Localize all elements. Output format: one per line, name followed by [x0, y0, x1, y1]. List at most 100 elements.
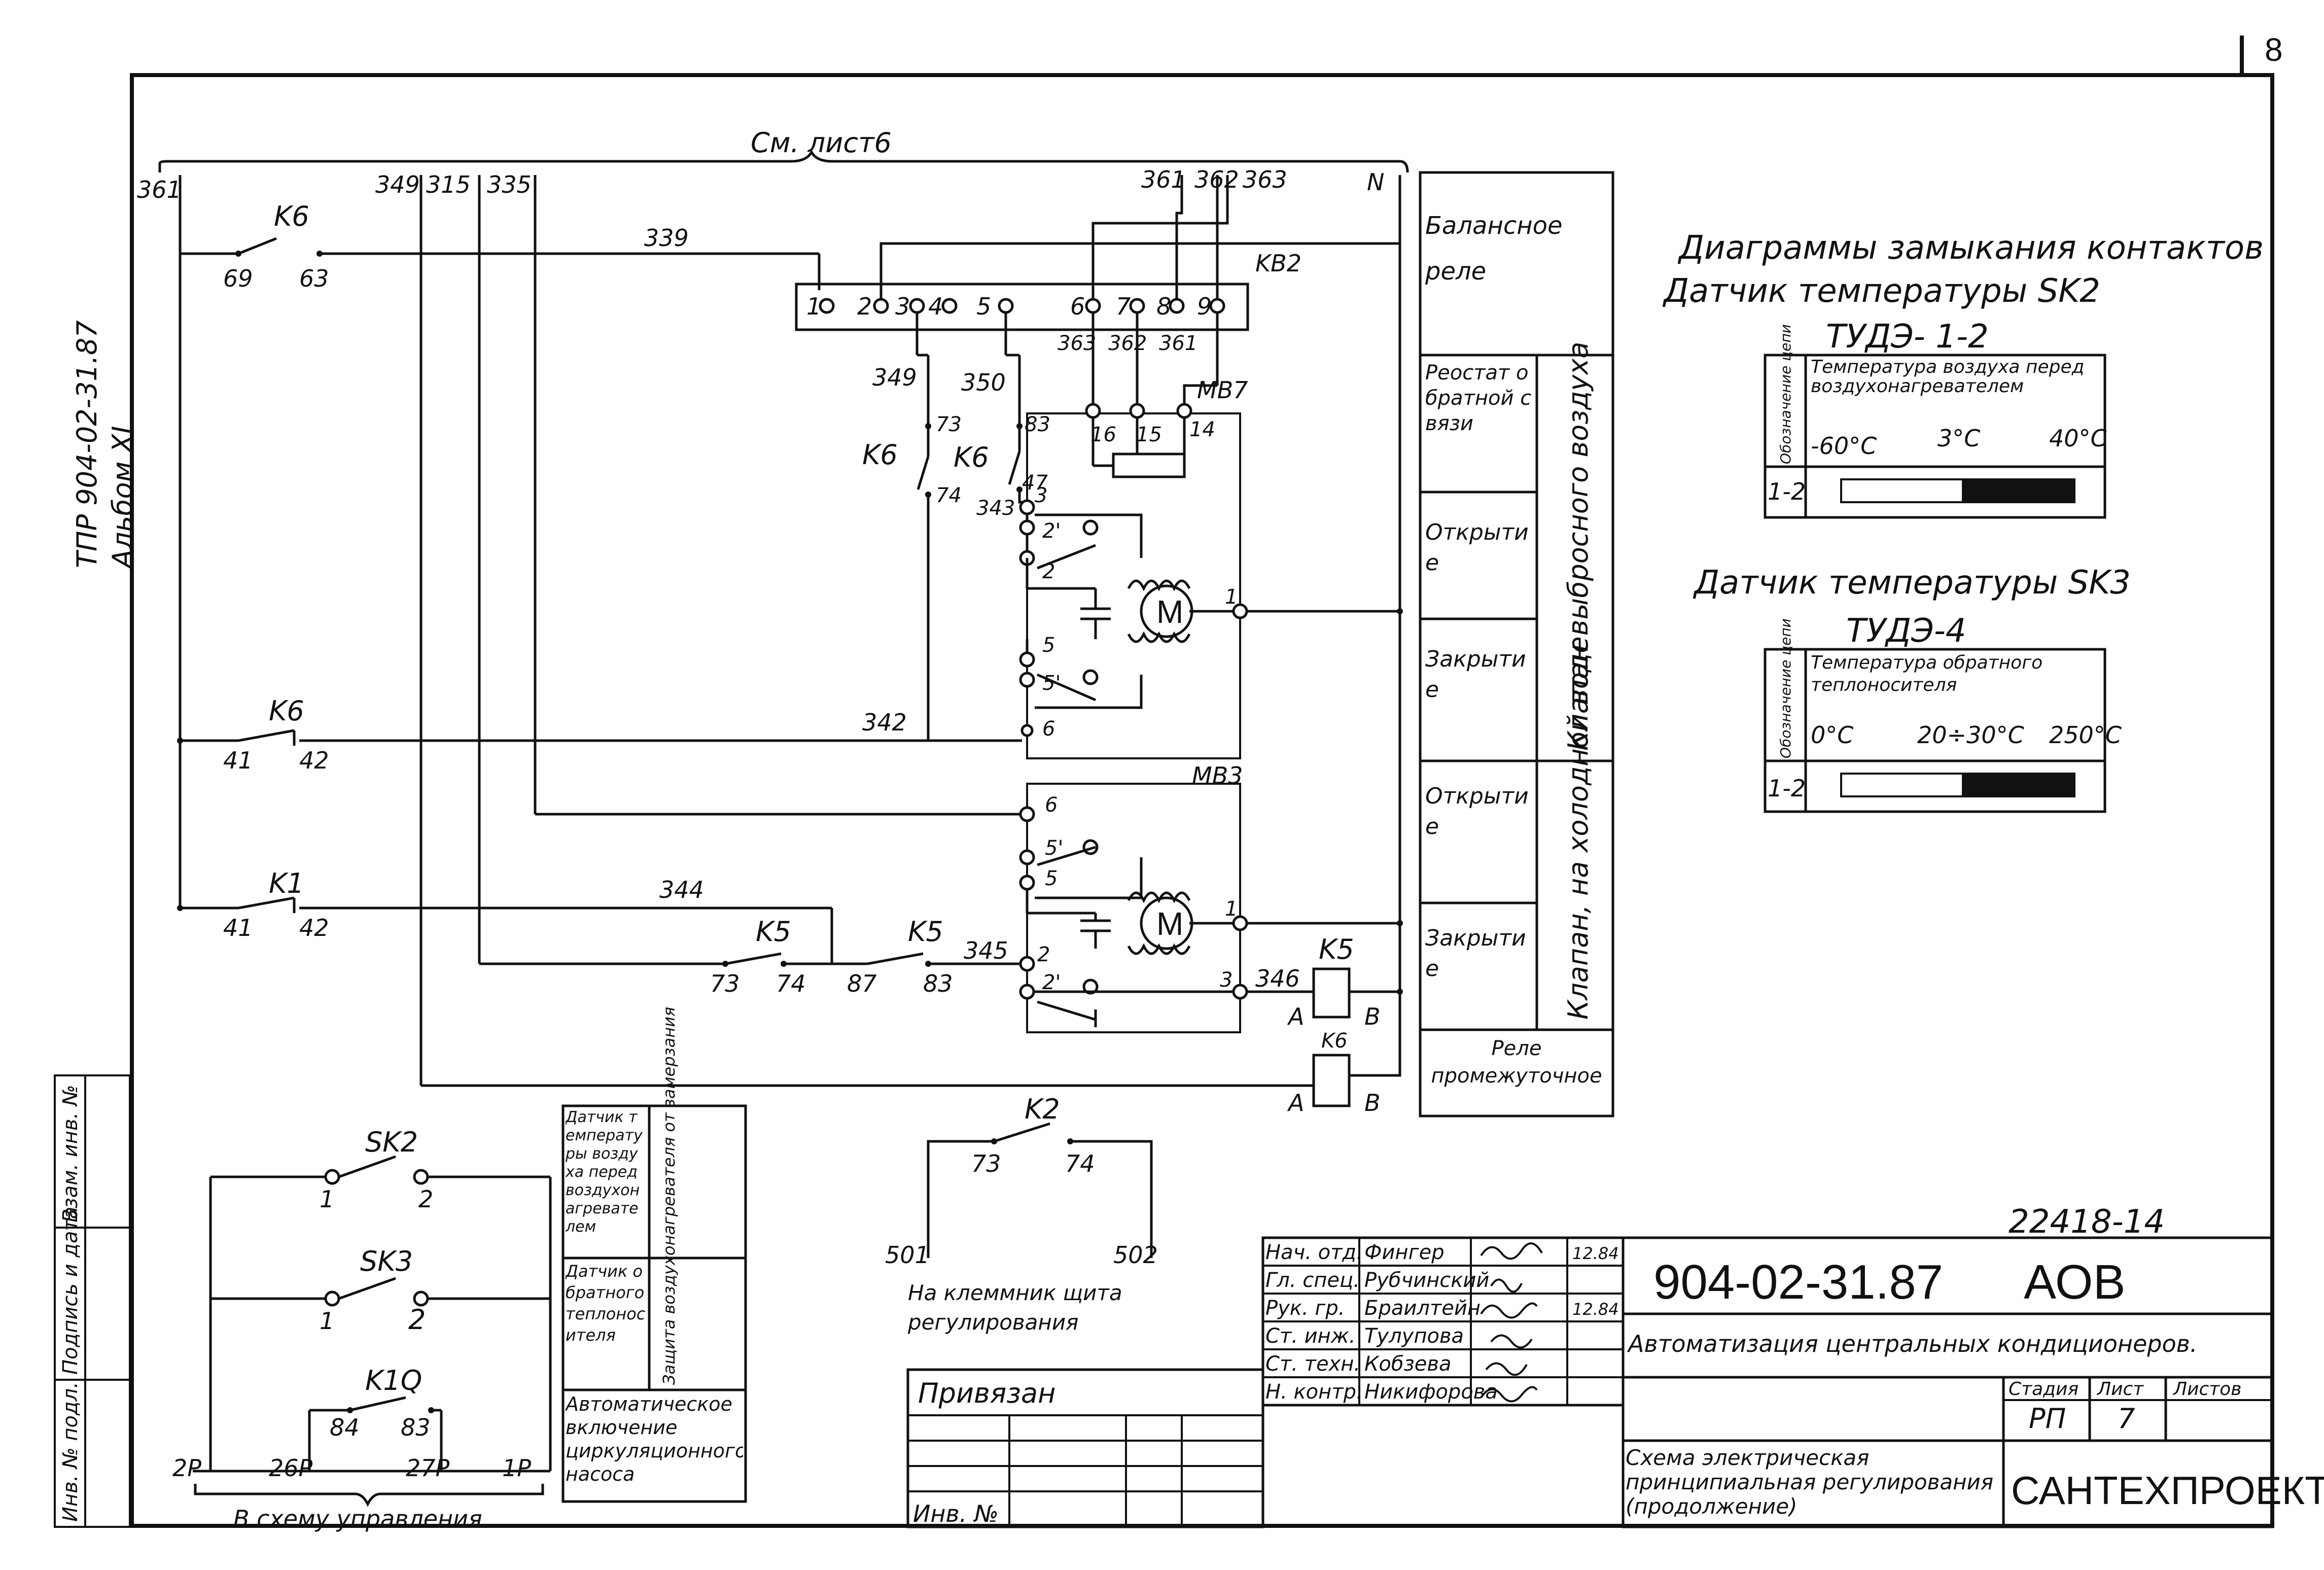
approval-inv: Инв. № подл. — [59, 1382, 82, 1522]
k5-relay-label: K5 — [1319, 933, 1354, 965]
k5b-label: K5 — [908, 916, 943, 948]
sk2-model: ТУДЭ- 1-2 — [1826, 318, 1989, 356]
sk3-row: 1-2 — [1768, 775, 1806, 802]
to-control-caption: В схему управления — [233, 1505, 482, 1532]
wire-349: 349 — [872, 364, 917, 391]
svg-text:6: 6 — [1042, 717, 1055, 741]
date-2: 12.84 — [1572, 1300, 1619, 1319]
svg-text:16: 16 — [1090, 423, 1116, 446]
diagrams-title: Диаграммы замыкания контактов — [1677, 229, 2264, 267]
sk3-tick-3: 250°C — [2049, 721, 2122, 749]
approval-strip: Инв. № подл. Подпись и дата Взам. инв. № — [54, 1074, 131, 1528]
svg-text:2: 2 — [1037, 943, 1050, 966]
k5-relay-coil — [1312, 967, 1351, 1019]
stage-value: РП — [2029, 1403, 2066, 1435]
role-0: Нач. отд. — [1265, 1241, 1363, 1264]
legend-cold-water-valve: Клапан, на холодной воде — [1562, 637, 1594, 1020]
name-4: Кобзева — [1364, 1352, 1452, 1376]
role-1: Гл. спец. — [1265, 1269, 1360, 1292]
wire-361: 361 — [1159, 332, 1198, 355]
k1q-description: Автоматическое включение циркуляционного… — [566, 1393, 743, 1485]
k6-low-a: 41 — [223, 747, 253, 774]
wire-346: 346 — [1255, 965, 1300, 992]
k1-label: K1 — [269, 867, 304, 899]
sk2-bar-closed — [1962, 478, 2075, 503]
sk2-bar-open — [1840, 478, 1964, 503]
svg-text:6: 6 — [1045, 793, 1058, 817]
term-363: 363 — [1243, 166, 1287, 193]
k2-name: K2 — [1025, 1093, 1060, 1125]
k1-a: 41 — [223, 914, 253, 941]
name-3: Тулупова — [1364, 1324, 1464, 1348]
wire-363: 363 — [1058, 332, 1096, 355]
organization: САНТЕХПРОЕКТ — [2011, 1468, 2324, 1513]
svg-text:5': 5' — [1045, 836, 1063, 860]
k2-block: K2 73 74 501 502 На клеммник щита регули… — [885, 1093, 1158, 1335]
mb3-box — [1026, 783, 1241, 1033]
legend-close-1: Закрытие — [1425, 646, 1526, 703]
k1q-pin-b: 83 — [401, 1414, 431, 1441]
k6-low-b: 42 — [299, 747, 329, 774]
role-5: Н. контр. — [1265, 1380, 1363, 1404]
date-0: 12.84 — [1572, 1244, 1619, 1263]
k6-mid1-label: K6 — [862, 439, 898, 471]
k6-mid2-label: K6 — [954, 441, 989, 473]
sk3-bar-closed — [1962, 773, 2075, 797]
k6-top-label: K6 — [274, 200, 309, 232]
kb2-pins: 1 2 3 4 5 6 7 8 9 — [806, 293, 1225, 320]
k6-top-b: 63 — [299, 265, 329, 292]
wire-362: 362 — [1108, 332, 1147, 355]
k6-low-label: K6 — [269, 695, 304, 727]
svg-text:1: 1 — [1225, 897, 1238, 921]
doc-title: Автоматизация центральных кондиционеров. — [1627, 1330, 2197, 1357]
svg-text:A: A — [1287, 1003, 1304, 1030]
sheet-title: Схема электрическая принципиальная регул… — [1626, 1446, 1994, 1519]
mb7-label: MB7 — [1197, 376, 1248, 404]
k2-caption: На клеммник щита регулирования — [908, 1280, 1122, 1335]
legend-close-2: Закрытие — [1425, 925, 1526, 982]
signature-4 — [1485, 1362, 1528, 1376]
signature-0 — [1480, 1242, 1543, 1260]
sk2-title: Датчик температуры SK2 — [1662, 272, 2100, 310]
term-N: N — [1367, 168, 1384, 196]
role-4: Ст. техн. — [1265, 1352, 1360, 1376]
wire-342: 342 — [862, 709, 907, 736]
inv-label: Инв. № — [913, 1500, 999, 1527]
sk2-tick-3: 40°C — [2049, 425, 2107, 452]
frost-protection-side: Защита воздухонагревателя от замерзания — [659, 1007, 679, 1385]
signature-3 — [1490, 1334, 1533, 1349]
svg-text:1: 1 — [1225, 585, 1238, 609]
term-361: 361 — [137, 176, 182, 203]
signature-1 — [1490, 1278, 1523, 1293]
top-reference: См. лист6 — [751, 127, 892, 159]
k1q-name: K1Q — [365, 1365, 422, 1397]
sk2-circuit-col: Обозначение цепи — [1777, 324, 1794, 464]
k1q-pin-a: 84 — [330, 1414, 360, 1441]
title-block: 22418-14 Привязан Инв. № Нач. отд. Гл. с… — [906, 1203, 2324, 1528]
sk2-pin-a: 1 — [320, 1185, 334, 1213]
sk3-description: Датчик обратного теплоносителя — [566, 1262, 646, 1345]
sk2-tick-2: 3°C — [1938, 425, 1980, 452]
legend-intermediate-relay: Реле промежуточное — [1431, 1037, 1602, 1088]
mb7-motor-symbol: M — [1156, 594, 1183, 630]
k6-mid1-b: 74 — [936, 484, 962, 507]
name-1: Рубчинский — [1364, 1269, 1489, 1292]
sk2-header: Температура воздуха перед воздухонагрева… — [1811, 358, 2085, 397]
term-315: 315 — [426, 171, 471, 198]
k2-node-501: 501 — [885, 1241, 930, 1269]
k1-b: 42 — [299, 914, 329, 941]
mb3-motor-symbol: M — [1156, 905, 1183, 942]
node-2p: 2P — [172, 1454, 201, 1482]
svg-text:6: 6 — [1070, 293, 1085, 320]
sk3-pin-b: 2 — [408, 1304, 426, 1336]
signature-5 — [1480, 1386, 1538, 1403]
wire-345: 345 — [964, 937, 1008, 964]
legend-open-2: Открытие — [1425, 783, 1529, 840]
k5b-b: 83 — [923, 970, 953, 997]
sk3-model: ТУДЭ-4 — [1846, 612, 1966, 650]
kb2-label: KB2 — [1255, 250, 1301, 277]
svg-text:A: A — [1287, 1089, 1304, 1117]
svg-text:1: 1 — [806, 293, 821, 320]
k5a-label: K5 — [756, 916, 791, 948]
archive-number: 22418-14 — [2009, 1203, 2165, 1241]
